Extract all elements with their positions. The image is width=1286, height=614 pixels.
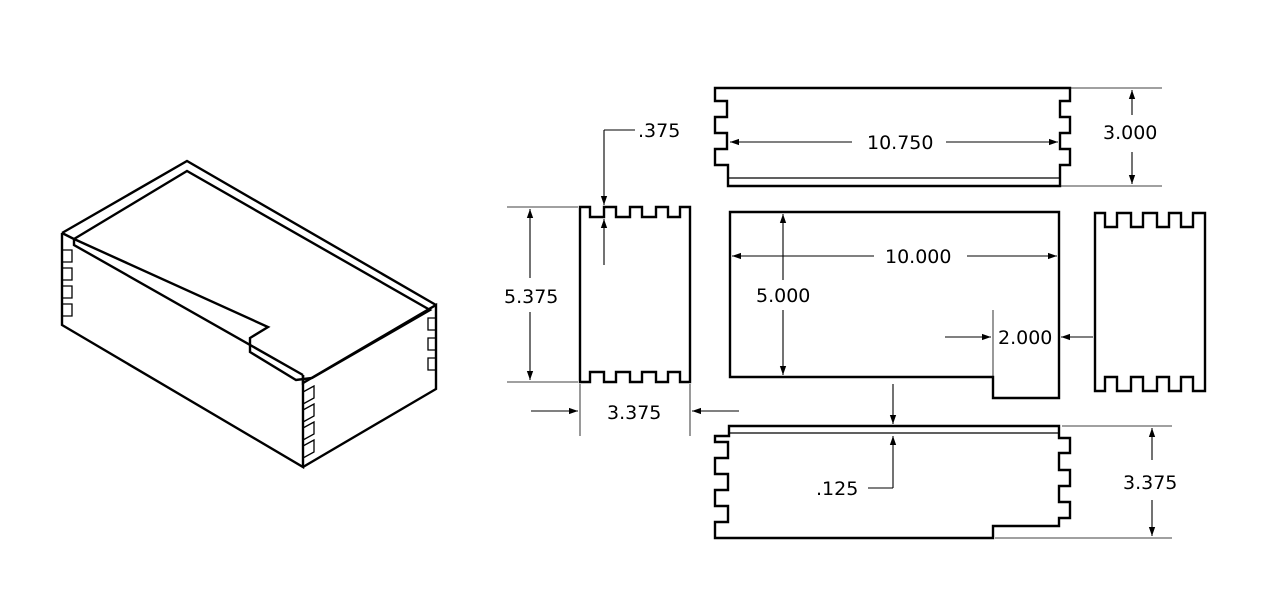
right-end-outline (1093, 211, 1207, 393)
finger-depth-label: .375 (638, 120, 680, 142)
lid-length-label: 10.000 (885, 246, 951, 268)
bottom-panel-outline (713, 424, 1072, 540)
top-side-panel: 3.000 10.750 (713, 86, 1162, 188)
isometric-box-view (60, 159, 438, 470)
bottom-panel-height-label: 3.375 (1123, 472, 1177, 494)
left-end-panel: 5.375 3.375 .375 (504, 120, 739, 436)
bottom-side-panel: 3.375 .125 (713, 384, 1177, 540)
end-panel-width-label: 3.375 (607, 402, 661, 424)
groove-label: .125 (816, 478, 858, 500)
iso-right-end-face (301, 302, 438, 469)
lid-width-label: 5.000 (756, 285, 810, 307)
iso-back-top-edge (61, 159, 437, 307)
top-panel-height-label: 3.000 (1103, 122, 1157, 144)
lid-outline (728, 210, 1061, 400)
end-panel-height-label: 5.375 (504, 286, 558, 308)
iso-lid-outline (73, 169, 433, 382)
iso-left-end-face (60, 233, 305, 470)
iso-left-fingers (62, 249, 73, 317)
top-panel-length-label: 10.750 (867, 132, 933, 154)
iso-right-fingers (302, 317, 436, 459)
lid-notch-label: 2.000 (998, 327, 1052, 349)
iso-front-face-outline (61, 231, 304, 377)
left-end-outline (578, 205, 692, 384)
right-end-panel (1093, 211, 1207, 393)
lid-panel: 10.000 5.000 2.000 (728, 210, 1093, 400)
